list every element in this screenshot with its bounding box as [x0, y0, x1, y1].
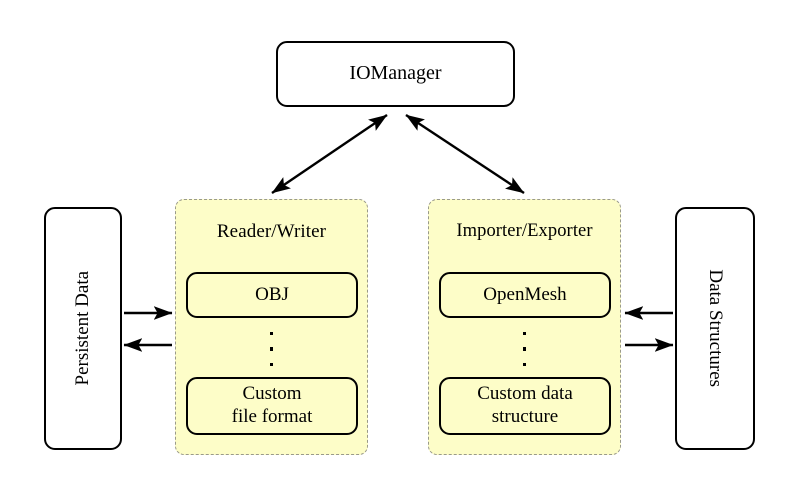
importer-exporter-item-openmesh-label: OpenMesh — [483, 283, 567, 305]
reader-writer-group-title: Reader/Writer — [216, 221, 327, 242]
connector-manager-reader-writer — [271, 114, 388, 194]
reader-writer-item-obj-label: OBJ — [255, 283, 289, 305]
reader-writer-ellipsis-icon — [176, 328, 367, 370]
reader-writer-item-obj[interactable]: OBJ — [186, 272, 358, 318]
data-structures-label: Data Structures — [705, 269, 727, 388]
iomanager-label: IOManager — [349, 62, 442, 85]
importer-exporter-ellipsis-icon — [429, 328, 620, 370]
persistent-data-label: Persistent Data — [71, 271, 93, 386]
persistent-data-node[interactable]: Persistent Data — [44, 207, 122, 450]
data-structures-node[interactable]: Data Structures — [675, 207, 755, 450]
importer-exporter-item-openmesh[interactable]: OpenMesh — [439, 272, 611, 318]
connector-manager-importer-exporter — [405, 113, 525, 195]
importer-exporter-group-title: Importer/Exporter — [456, 221, 593, 241]
iomanager-node[interactable]: IOManager — [276, 41, 515, 107]
